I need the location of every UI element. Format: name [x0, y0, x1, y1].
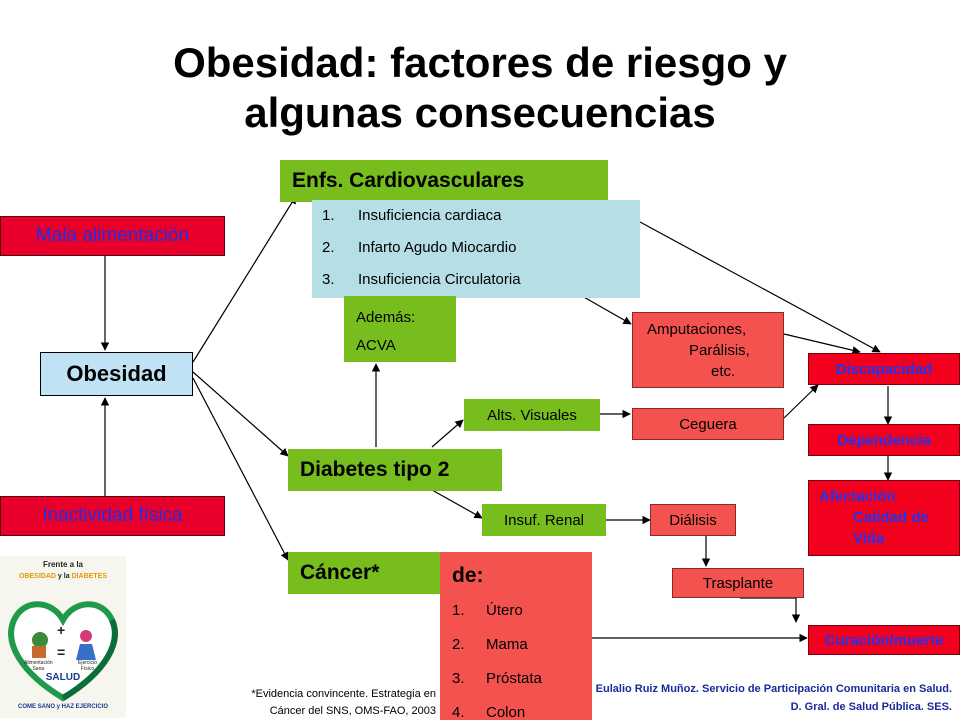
cancer-title: Cáncer* — [300, 561, 380, 584]
cancer-item-3: 3.Próstata — [452, 670, 542, 687]
cardio-title: Enfs. Cardiovasculares — [292, 169, 525, 192]
dialisis-box: Diálisis — [650, 504, 736, 536]
cancer-item-4: 4.Colon — [452, 704, 526, 721]
trasplante-box: Trasplante — [672, 568, 804, 598]
ceguera-label: Ceguera — [679, 415, 737, 433]
arrow-trasplante-curacion — [740, 597, 801, 623]
diabetes-title: Diabetes tipo 2 — [300, 458, 450, 481]
diabetes-box: Diabetes tipo 2 — [288, 449, 502, 491]
title-line-1: Obesidad: factores de riesgo y — [173, 39, 787, 86]
arrow-amputaciones-discapacidad — [783, 333, 861, 355]
renal-box: Insuf. Renal — [482, 504, 606, 536]
cancer-box: Cáncer* — [288, 552, 444, 594]
afectacion-line-2: Calidad de — [853, 509, 929, 526]
logo-plus: + — [57, 622, 66, 638]
dependencia-label: Dependencia — [837, 431, 931, 449]
ademas-label: Además: — [356, 309, 416, 326]
curacion-box: Curación/muerte — [808, 625, 960, 655]
amputaciones-line-3: etc. — [711, 363, 736, 380]
visuales-label: Alts. Visuales — [487, 406, 577, 424]
footnote-line-2: Cáncer del SNS, OMS-FAO, 2003 — [269, 705, 436, 717]
dependencia-box: Dependencia — [808, 424, 960, 456]
inactividad-fisica-label: Inactividad física — [42, 505, 183, 526]
amputaciones-box: Amputaciones, Parálisis, etc. — [632, 312, 784, 388]
cancer-de-label: de: — [452, 564, 484, 587]
amputaciones-line-1: Amputaciones, — [647, 321, 747, 338]
heart-icon — [8, 601, 118, 702]
acva-label: ACVA — [356, 337, 396, 354]
arrow-diabetes-renal — [431, 489, 483, 519]
logo-salud: SALUD — [45, 672, 81, 683]
obesidad-label: Obesidad — [66, 361, 167, 386]
mala-alimentacion-label: Mala alimentación — [35, 225, 190, 246]
cancer-list-box: de: 1.Útero 2.Mama 3.Próstata 4.Colon — [440, 552, 592, 721]
logo-equals: = — [57, 644, 66, 660]
arrow-obesidad-cardio — [192, 195, 297, 363]
arrow-diabetes-visuales — [431, 419, 464, 448]
title-line-2: algunas consecuencias — [244, 89, 716, 136]
discapacidad-label: Discapacidad — [835, 360, 933, 378]
trasplante-label: Trasplante — [702, 574, 774, 592]
cardio-box: Enfs. Cardiovasculares — [280, 160, 608, 202]
cardio-item-1: 1.Insuficiencia cardiaca — [322, 207, 502, 224]
discapacidad-box: Discapacidad — [808, 353, 960, 385]
arrow-obesidad-cancer — [192, 377, 289, 561]
obesidad-box: Obesidad — [40, 352, 193, 396]
mala-alimentacion-box: Mala alimentación — [0, 216, 225, 256]
credit-line-2: D. Gral. de Salud Pública. SES. — [790, 701, 952, 713]
cardio-list: 1.Insuficiencia cardiaca 2.Infarto Agudo… — [312, 200, 640, 298]
curacion-label: Curación/muerte — [824, 631, 944, 649]
page-title: Obesidad: factores de riesgo y algunas c… — [0, 38, 960, 138]
afectacion-line-1: Afectación — [819, 488, 896, 505]
ceguera-box: Ceguera — [632, 408, 784, 440]
campaign-logo: Frente a la OBESIDAD y la DIABETES + Ali… — [0, 556, 126, 718]
cancer-item-2: 2.Mama — [452, 636, 528, 653]
inactividad-fisica-box: Inactividad física — [0, 496, 225, 536]
author-credit: Eulalio Ruiz Muñoz. Servicio de Particip… — [540, 680, 952, 716]
cardio-item-3: 3.Insuficiencia Circulatoria — [322, 271, 521, 288]
acva-box: Además: ACVA — [344, 296, 456, 362]
renal-label: Insuf. Renal — [503, 511, 585, 529]
visuales-box: Alts. Visuales — [464, 399, 600, 431]
footnote: *Evidencia convincente. Estrategia en Cá… — [196, 686, 436, 720]
dialisis-label: Diálisis — [669, 511, 717, 529]
logo-right-label: Ejercicio Físico — [78, 660, 97, 672]
arrow-obesidad-diabetes — [192, 371, 289, 457]
logo-left-label: Alimentación Sana — [24, 660, 53, 672]
cancer-item-1: 1.Útero — [452, 602, 523, 619]
amputaciones-line-2: Parálisis, — [689, 342, 750, 359]
afectacion-line-3: Vida — [853, 530, 885, 547]
cardio-item-2: 2.Infarto Agudo Miocardio — [322, 239, 517, 256]
logo-bottom-text: COME SANO y HAZ EJERCICIO — [17, 704, 108, 710]
arrow-ceguera-discapacidad — [783, 384, 819, 419]
logo-line-2: OBESIDAD y la DIABETES — [19, 573, 107, 580]
credit-line-1: Eulalio Ruiz Muñoz. Servicio de Particip… — [595, 683, 952, 695]
logo-line-1: Frente a la — [42, 560, 83, 569]
footnote-line-1: *Evidencia convincente. Estrategia en — [251, 688, 436, 700]
arrow-cardio-discapacidad — [639, 221, 881, 353]
afectacion-box: Afectación Calidad de Vida — [808, 480, 960, 556]
